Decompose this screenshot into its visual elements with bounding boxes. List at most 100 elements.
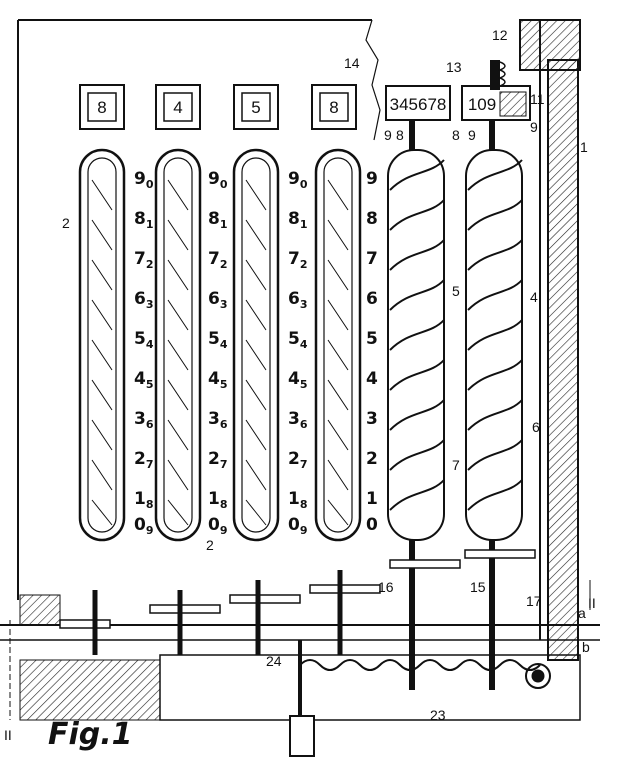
slot — [314, 148, 362, 542]
slots — [78, 148, 362, 542]
side-scale: 9 8 7 6 5 4 3 2 1 0 — [366, 169, 378, 535]
ref-label: b — [582, 639, 590, 655]
scale-digit: 1 — [208, 489, 220, 509]
svg-text:81: 81 — [134, 209, 154, 231]
scale-digit: 1 — [288, 489, 300, 509]
scale-digit: 7 — [208, 249, 220, 269]
scale-sub: 6 — [220, 418, 228, 431]
scale-sub: 4 — [220, 338, 228, 351]
scale-digit: 8 — [134, 209, 146, 229]
svg-text:90: 90 — [208, 169, 228, 191]
svg-text:81: 81 — [288, 209, 308, 231]
reference-labels: 1 2 2 4 5 6 7 8 8 9 9 9 11 12 13 14 15 1… — [4, 27, 596, 752]
scale-sub: 1 — [220, 218, 228, 231]
scale-digit: 5 — [288, 329, 300, 349]
svg-text:36: 36 — [134, 409, 154, 431]
side-digit: 0 — [366, 515, 378, 535]
scale-sub: 6 — [146, 418, 154, 431]
scale-sub: 7 — [220, 458, 228, 471]
scale-sub: 7 — [146, 458, 154, 471]
scale-sub: 9 — [146, 524, 154, 537]
drum-right-digits: 109 — [468, 95, 496, 114]
scale-digit: 7 — [134, 249, 146, 269]
helical-drum — [465, 120, 523, 690]
svg-text:27: 27 — [134, 449, 154, 471]
scale-digit: 3 — [208, 409, 220, 429]
display-window: 8 — [79, 84, 125, 130]
scale-sub: 1 — [146, 218, 154, 231]
scale-digit: 4 — [134, 369, 146, 389]
svg-text:45: 45 — [134, 369, 154, 391]
svg-text:36: 36 — [208, 409, 228, 431]
window-digit: 8 — [97, 98, 106, 117]
svg-text:54: 54 — [134, 329, 154, 351]
svg-text:72: 72 — [134, 249, 154, 271]
svg-text:63: 63 — [288, 289, 308, 311]
display-window: 4 — [155, 84, 201, 130]
ref-label: 9 — [530, 119, 538, 135]
scale-digit: 7 — [288, 249, 300, 269]
section-marker: II — [588, 595, 596, 611]
scale-digit: 5 — [134, 329, 146, 349]
scale-digit: 9 — [134, 169, 146, 189]
scale-digit: 2 — [288, 449, 300, 469]
scale-sub: 8 — [220, 498, 228, 511]
svg-text:45: 45 — [288, 369, 308, 391]
ref-label: 14 — [344, 55, 360, 71]
side-digit: 7 — [366, 249, 378, 269]
svg-text:18: 18 — [288, 489, 308, 511]
side-digit: 1 — [366, 489, 378, 509]
ref-label: 12 — [492, 27, 508, 43]
ref-label: 4 — [530, 289, 538, 305]
svg-text:81: 81 — [208, 209, 228, 231]
ref-label: 9 — [384, 127, 392, 143]
helical-drums — [387, 120, 523, 690]
scale-digit: 0 — [134, 515, 146, 535]
scale-sub: 6 — [300, 418, 308, 431]
scale-digit: 8 — [288, 209, 300, 229]
svg-text:54: 54 — [288, 329, 308, 351]
side-digit: 3 — [366, 409, 378, 429]
slot — [78, 148, 126, 542]
drum-left-digits: 345678 — [390, 95, 447, 114]
scale-digit: 6 — [208, 289, 220, 309]
ref-label: 16 — [378, 579, 394, 595]
side-digit: 9 — [366, 169, 378, 189]
digit-scale: 90 81 72 63 54 45 36 27 18 09 — [208, 169, 228, 537]
ref-label: 23 — [430, 707, 446, 723]
ref-label: 13 — [446, 59, 462, 75]
scale-sub: 3 — [220, 298, 228, 311]
scale-sub: 9 — [300, 524, 308, 537]
scale-digit: 0 — [208, 515, 220, 535]
ref-label: 24 — [266, 653, 282, 669]
ref-label: 5 — [452, 283, 460, 299]
svg-text:27: 27 — [288, 449, 308, 471]
window-digit: 5 — [251, 98, 260, 117]
ref-label: 2 — [206, 537, 214, 553]
scale-sub: 5 — [300, 378, 308, 391]
scale-digit: 6 — [134, 289, 146, 309]
scale-sub: 4 — [300, 338, 308, 351]
digit-scales: 90 81 72 63 54 45 36 27 18 09 90 81 72 6… — [134, 169, 378, 537]
svg-text:72: 72 — [208, 249, 228, 271]
svg-text:18: 18 — [208, 489, 228, 511]
scale-sub: 2 — [300, 258, 308, 271]
scale-sub: 8 — [300, 498, 308, 511]
svg-text:63: 63 — [208, 289, 228, 311]
drum-digit-caps: 345678 109 — [385, 60, 531, 121]
scale-sub: 9 — [220, 524, 228, 537]
ref-label: 17 — [526, 593, 542, 609]
svg-text:09: 09 — [288, 515, 308, 537]
ref-label: 7 — [452, 457, 460, 473]
side-digit: 6 — [366, 289, 378, 309]
ref-label: 1 — [580, 139, 588, 155]
scale-sub: 2 — [220, 258, 228, 271]
figure-caption: Fig.1 — [48, 717, 133, 752]
side-digit: 4 — [366, 369, 378, 389]
display-window: 5 — [233, 84, 279, 130]
ref-label: a — [578, 605, 586, 621]
display-window: 8 — [311, 84, 357, 130]
scale-sub: 2 — [146, 258, 154, 271]
scale-digit: 6 — [288, 289, 300, 309]
scale-sub: 5 — [146, 378, 154, 391]
